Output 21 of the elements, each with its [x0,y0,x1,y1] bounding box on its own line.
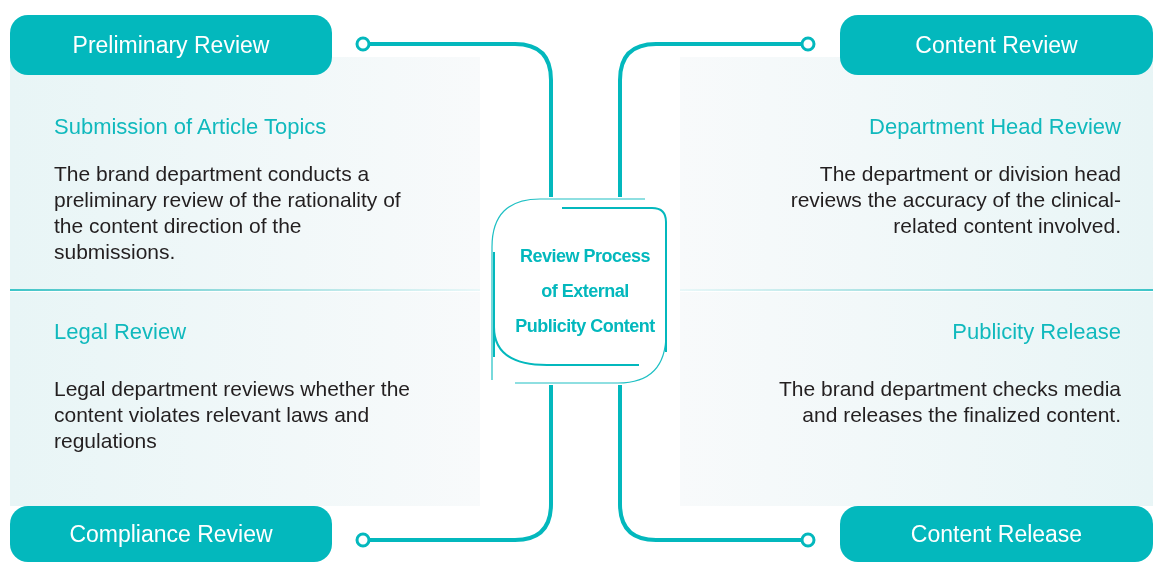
section-heading: Legal Review [54,318,187,346]
connector-line [355,385,553,548]
stage-pill: Compliance Review [10,506,332,562]
section-heading: Publicity Release [952,318,1121,346]
stage-pill: Content Release [840,506,1153,562]
section-panel [10,57,480,290]
section-heading: Submission of Article Topics [54,113,327,141]
section-description: Legal department reviews whether the content violates relevant laws and regulations [54,376,412,454]
section-heading: Department Head Review [869,113,1121,141]
section-description: The brand department conducts a preliminary review of the rationality of the content direction of the submissions. [54,161,402,265]
connector-line [618,36,816,197]
section-description: The department or division head reviews the accuracy of the clinical-related content involved. [789,161,1121,239]
section-panel [680,57,1153,290]
stage-pill: Content Review [840,15,1153,75]
connector-line [355,36,553,197]
connector-line [618,385,816,548]
center-title-box: Review Process of External Publicity Content [490,197,680,385]
section-description: The brand department checks media and releases the finalized content. [777,376,1121,428]
section-panel [10,292,480,506]
section-panel [680,292,1153,506]
stage-pill: Preliminary Review [10,15,332,75]
